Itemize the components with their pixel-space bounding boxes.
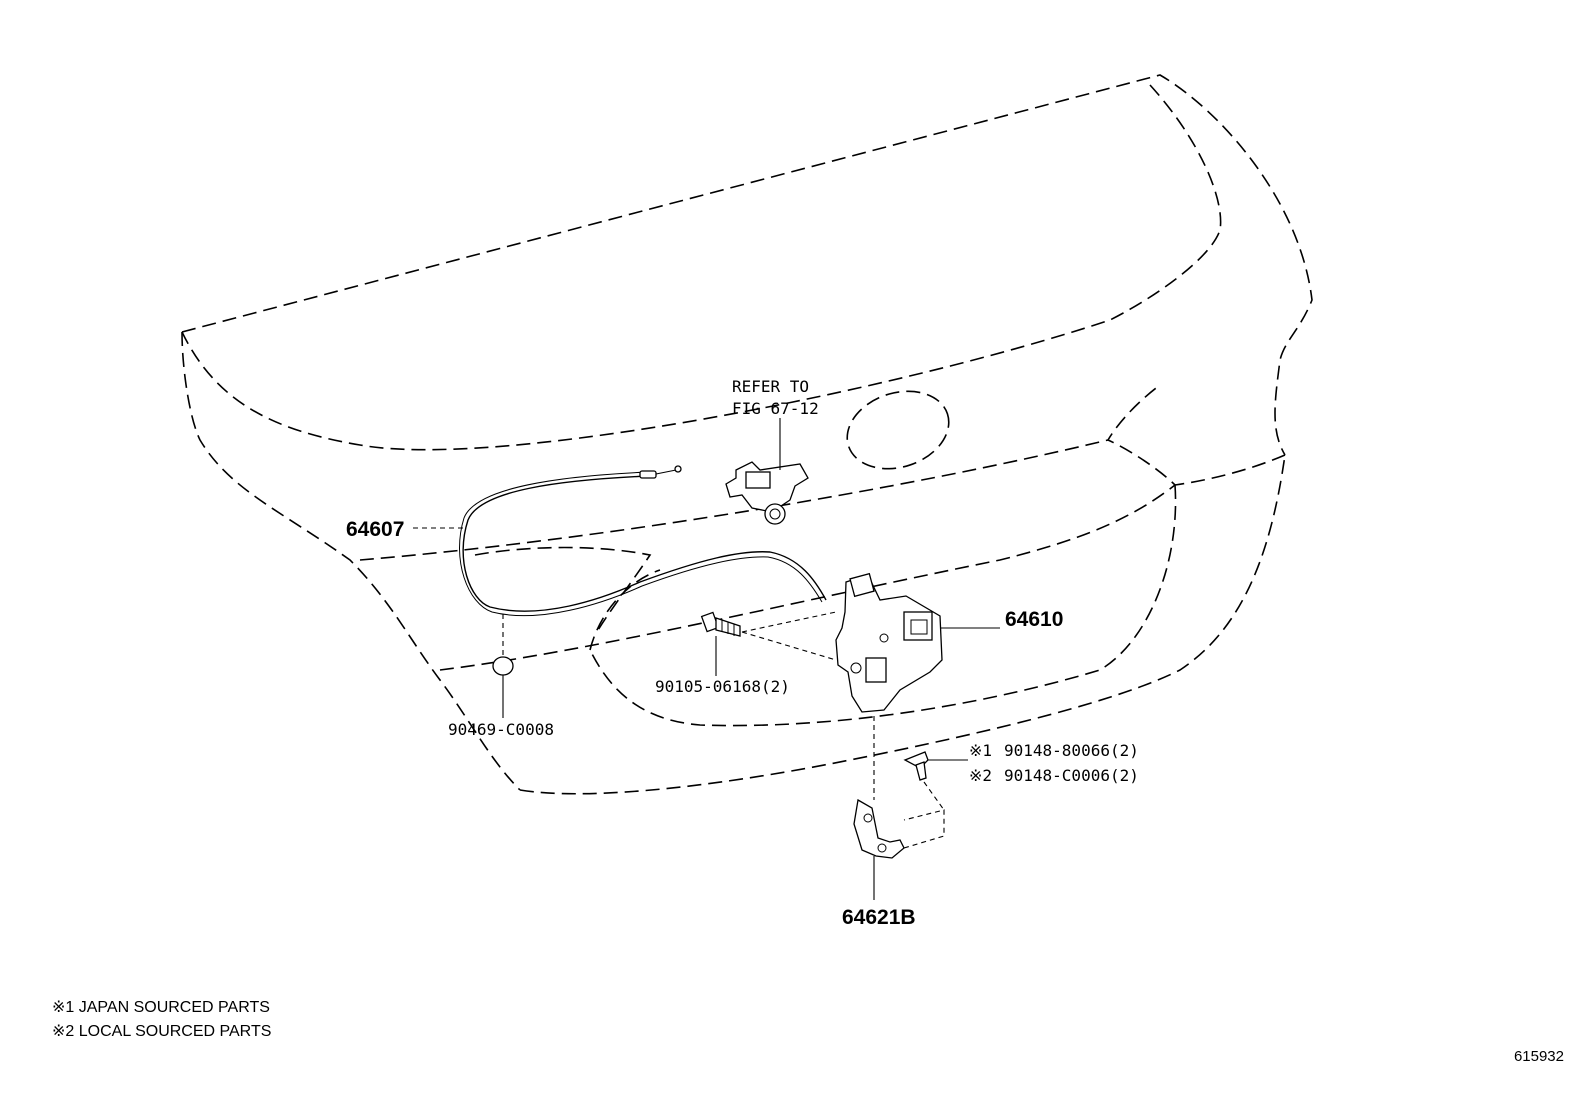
callout-screw-local: 90148-C0006(2)	[1004, 766, 1139, 785]
callout-screw-japan: 90148-80066(2)	[1004, 741, 1139, 760]
footnotes: ※1 JAPAN SOURCED PARTS ※2 LOCAL SOURCED …	[52, 996, 271, 1044]
release-cable	[459, 465, 827, 617]
striker	[853, 716, 945, 900]
callout-64607: 64607	[346, 518, 404, 541]
callout-clip: 90469-C0008	[448, 720, 554, 739]
refer-to-text: REFER TO	[732, 377, 809, 396]
screw	[903, 751, 968, 811]
bolt	[700, 611, 837, 676]
diagram-id: 615932	[1513, 1048, 1564, 1065]
cable-clip	[492, 614, 514, 718]
lock-cylinder	[725, 418, 809, 525]
refer-fig-text: FIG 67-12	[732, 399, 819, 418]
callout-64610: 64610	[1005, 608, 1063, 631]
trunk-lid-outline	[181, 74, 1313, 795]
callout-64621b: 64621B	[842, 906, 916, 929]
lock-assembly	[835, 572, 1000, 713]
marker-japan: ※1	[969, 741, 992, 760]
callout-bolt: 90105-06168(2)	[655, 677, 790, 696]
note-japan-sourced: ※1 JAPAN SOURCED PARTS	[52, 999, 270, 1016]
marker-local: ※2	[969, 766, 992, 785]
note-local-sourced: ※2 LOCAL SOURCED PARTS	[52, 1023, 272, 1040]
